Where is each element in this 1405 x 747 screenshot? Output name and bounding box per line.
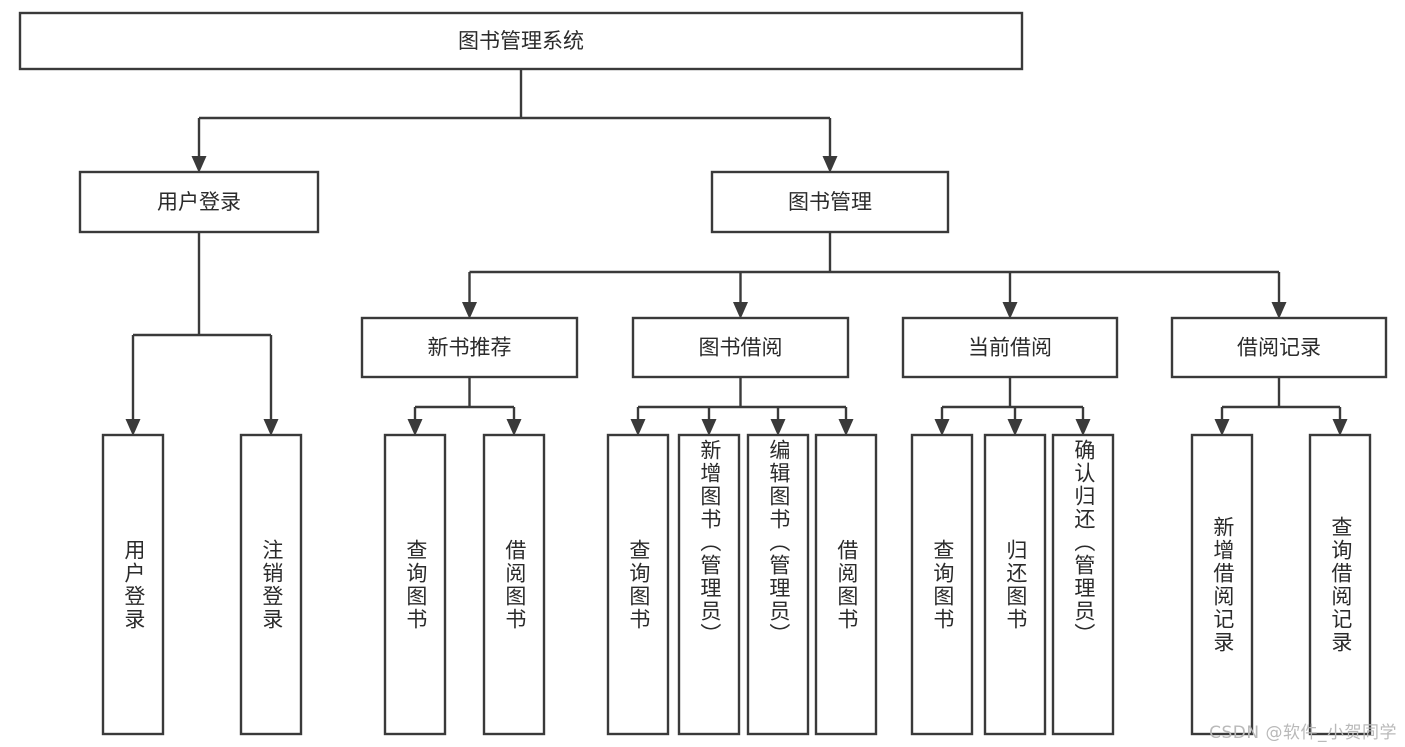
connector-group-edge-bb-to-leaves: [630, 377, 854, 436]
node-leaf-logout[interactable]: [239, 433, 303, 736]
node-label-borrow-record: 借阅记录: [1237, 336, 1321, 360]
node-box-leaf-query-book-1[interactable]: [383, 433, 447, 736]
node-label-current-borrow: 当前借阅: [968, 336, 1052, 360]
node-leaf-add-record[interactable]: [1190, 433, 1254, 736]
node-box-leaf-user-login[interactable]: [101, 433, 165, 736]
arrow-icon: [838, 419, 854, 436]
arrow-icon: [263, 419, 279, 436]
node-leaf-borrow-book-2[interactable]: [814, 433, 878, 736]
arrow-icon: [1214, 419, 1230, 436]
node-root[interactable]: 图书管理系统: [18, 11, 1024, 71]
node-box-leaf-return-book[interactable]: [983, 433, 1047, 736]
watermark-text: CSDN @软件_小贺同学: [1209, 723, 1397, 743]
node-label-user-login: 用户登录: [157, 190, 241, 214]
node-label-new-book-recommend: 新书推荐: [428, 336, 512, 360]
arrow-icon: [125, 419, 141, 436]
node-box-book-management[interactable]: [710, 170, 950, 234]
node-box-leaf-logout[interactable]: [239, 433, 303, 736]
node-leaf-query-book-1[interactable]: [383, 433, 447, 736]
node-box-current-borrow[interactable]: [901, 316, 1119, 379]
node-leaf-borrow-book-1[interactable]: [482, 433, 546, 736]
arrow-icon: [701, 419, 717, 436]
node-label-book-management: 图书管理: [788, 190, 872, 214]
node-box-book-borrow[interactable]: [631, 316, 850, 379]
connector-group-edge-nbr-to-leaves: [407, 377, 522, 436]
arrow-icon: [407, 419, 423, 436]
node-box-leaf-query-record[interactable]: [1308, 433, 1372, 736]
node-leaf-query-book-2[interactable]: [606, 433, 670, 736]
node-box-user-login[interactable]: [78, 170, 320, 234]
node-leaf-confirm-return[interactable]: [1051, 433, 1115, 736]
node-box-leaf-add-book[interactable]: [677, 433, 741, 736]
arrow-icon: [191, 156, 207, 173]
arrow-icon: [630, 419, 646, 436]
node-box-borrow-record[interactable]: [1170, 316, 1388, 379]
arrow-icon: [1002, 302, 1018, 319]
connector-group-edge-ul-to-leaves: [125, 232, 279, 436]
arrow-icon: [1075, 419, 1091, 436]
arrow-icon: [506, 419, 522, 436]
arrow-icon: [934, 419, 950, 436]
connector-group-edge-bm-to-level3: [462, 232, 1287, 319]
node-book-management[interactable]: 图书管理: [710, 170, 950, 234]
connector-group-edge-br-to-leaves: [1214, 377, 1348, 436]
node-book-borrow[interactable]: 图书借阅: [631, 316, 850, 379]
node-label-book-borrow: 图书借阅: [699, 336, 783, 360]
node-leaf-query-book-3[interactable]: [910, 433, 974, 736]
arrow-icon: [1332, 419, 1348, 436]
node-label-root: 图书管理系统: [458, 29, 584, 53]
node-box-leaf-borrow-book-2[interactable]: [814, 433, 878, 736]
node-box-leaf-edit-book[interactable]: [746, 433, 810, 736]
node-box-leaf-query-book-3[interactable]: [910, 433, 974, 736]
node-leaf-edit-book[interactable]: [746, 433, 810, 736]
node-current-borrow[interactable]: 当前借阅: [901, 316, 1119, 379]
node-box-leaf-add-record[interactable]: [1190, 433, 1254, 736]
arrow-icon: [462, 302, 477, 319]
node-box-leaf-confirm-return[interactable]: [1051, 433, 1115, 736]
arrow-icon: [1271, 302, 1287, 319]
node-box-root[interactable]: [18, 11, 1024, 71]
connector-group-edge-cb-to-leaves: [934, 377, 1091, 436]
node-leaf-return-book[interactable]: [983, 433, 1047, 736]
connector-group-edge-root-to-level2: [191, 69, 838, 173]
arrow-icon: [822, 156, 838, 173]
arrow-icon: [770, 419, 786, 436]
node-new-book-recommend[interactable]: 新书推荐: [360, 316, 579, 379]
node-box-leaf-query-book-2[interactable]: [606, 433, 670, 736]
arrow-icon: [1007, 419, 1023, 436]
node-box-new-book-recommend[interactable]: [360, 316, 579, 379]
node-borrow-record[interactable]: 借阅记录: [1170, 316, 1388, 379]
node-box-leaf-borrow-book-1[interactable]: [482, 433, 546, 736]
node-leaf-add-book[interactable]: [677, 433, 741, 736]
node-leaf-user-login[interactable]: [101, 433, 165, 736]
node-leaf-query-record[interactable]: [1308, 433, 1372, 736]
node-user-login[interactable]: 用户登录: [78, 170, 320, 234]
arrow-icon: [733, 302, 748, 319]
